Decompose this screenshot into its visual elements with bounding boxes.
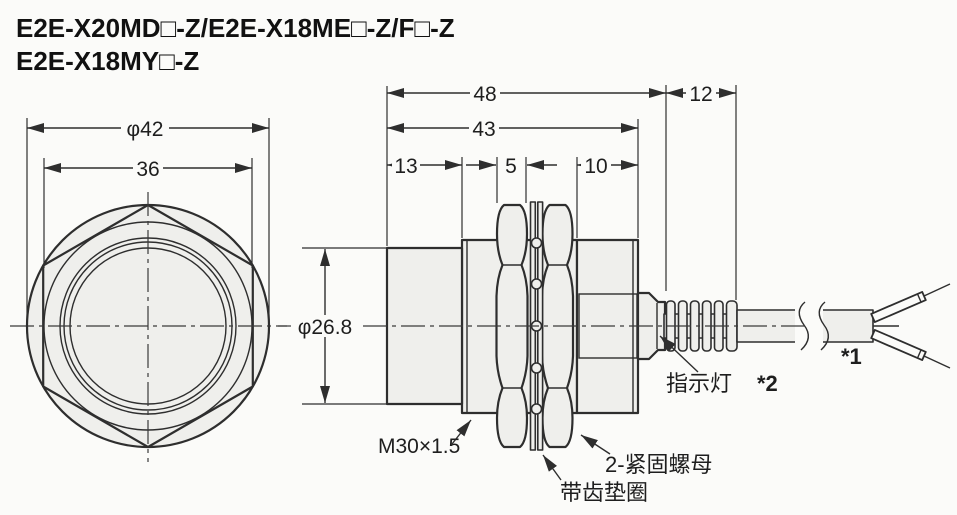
footnote-indicator: *2 (757, 371, 778, 396)
dim-front-diameter: φ42 (127, 118, 164, 141)
leader-fixing-nuts (580, 434, 611, 455)
dim-nut-width: 5 (505, 155, 517, 178)
dim-label-bg (291, 315, 359, 337)
side-view: 48 12 43 13 5 10 φ26.8 M30×1.5 带齿垫圈 (278, 82, 951, 505)
leader-indicator (659, 335, 699, 373)
dim-label-bg (121, 117, 169, 139)
footnote-cable: *1 (841, 344, 862, 369)
washer-tooth (530, 403, 543, 415)
cable-break-curve (798, 301, 809, 351)
callouts: M30×1.5 带齿垫圈 2-紧固螺母 指示灯 *2 *1 (378, 335, 862, 505)
model-title-line1: E2E-X20MD□-Z/E2E-X18ME□-Z/F□-Z (16, 13, 455, 43)
lower-wire-conductor (923, 355, 951, 369)
dim-label-bg (470, 82, 500, 104)
leader-thread (451, 419, 472, 445)
front-view: φ42 36 (10, 117, 287, 462)
leader-toothed-washer (542, 454, 562, 481)
fixing-nut-front (495, 203, 529, 449)
label-fixing-nuts: 2-紧固螺母 (605, 452, 713, 477)
dim-overall-length: 48 (473, 83, 496, 106)
washer-tooth (530, 362, 543, 374)
dim-gland-length: 12 (689, 83, 712, 106)
washer-tooth (530, 237, 543, 249)
label-toothed-washer: 带齿垫圈 (560, 480, 648, 505)
dim-head-length: 13 (394, 155, 417, 178)
dim-label-bg (581, 154, 611, 176)
washer-tooth (530, 278, 543, 290)
dim-across-flats: 36 (136, 158, 159, 181)
lower-wire-crimp (916, 349, 922, 359)
dim-label-bg (133, 157, 163, 179)
cable-break-curve (818, 301, 829, 351)
label-indicator-lamp: 指示灯 (666, 371, 732, 396)
upper-wire (870, 290, 927, 324)
dim-barrel-diameter: φ26.8 (298, 316, 353, 339)
lead-wires (870, 283, 951, 369)
dim-label-bg (686, 82, 716, 104)
upper-wire-conductor (923, 283, 951, 297)
cable-segment-right (817, 309, 874, 343)
model-title-line2: E2E-X18MY□-Z (16, 46, 199, 76)
lower-wire (870, 328, 927, 362)
dim-label-bg (469, 117, 499, 139)
dim-label-bg (392, 154, 420, 176)
dim-clamp-length: 10 (584, 155, 607, 178)
title-block: E2E-X20MD□-Z/E2E-X18ME□-Z/F□-Z E2E-X18MY… (16, 13, 455, 76)
upper-wire-crimp (916, 293, 922, 303)
dim-body-length: 43 (472, 118, 495, 141)
label-thread-spec: M30×1.5 (378, 435, 460, 458)
extension-lines (302, 85, 737, 405)
